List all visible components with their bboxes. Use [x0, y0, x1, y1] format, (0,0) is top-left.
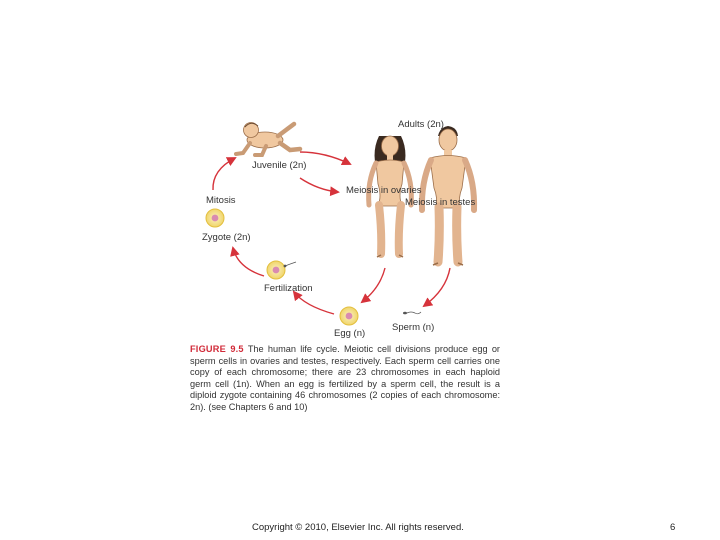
arrow-male-to-sperm [422, 267, 451, 308]
juvenile-figure [234, 121, 303, 157]
label-adults: Adults (2n) [398, 119, 444, 130]
adult-female-figure [366, 135, 414, 258]
figure-label: FIGURE 9.5 [190, 344, 244, 354]
zygote-cell [205, 208, 225, 228]
label-sperm: Sperm (n) [392, 322, 435, 333]
fertilization-cell [266, 260, 297, 280]
label-egg: Egg (n) [334, 328, 366, 339]
caption-text: The human life cycle. Meiotic cell divis… [190, 344, 500, 412]
label-zygote: Zygote (2n) [202, 232, 251, 243]
arrow-egg-to-fertilization [292, 290, 335, 315]
egg-cell [339, 306, 359, 326]
adult-male-figure [418, 126, 478, 267]
label-fertilization: Fertilization [264, 283, 313, 294]
arrow-fertilization-to-zygote [230, 246, 265, 277]
label-meiosis-ovaries: Meiosis in ovaries [346, 185, 422, 196]
label-juvenile: Juvenile (2n) [252, 160, 307, 171]
arrow-female-to-egg [360, 267, 386, 304]
label-mitosis: Mitosis [206, 195, 236, 206]
arrow-mitosis-to-juvenile [212, 157, 237, 191]
arrow-juvenile-to-adults [299, 151, 352, 166]
sperm-cell [403, 311, 422, 315]
label-meiosis-testes: Meiosis in testes [405, 197, 476, 208]
figure-caption: FIGURE 9.5 The human life cycle. Meiotic… [190, 344, 500, 414]
page-number: 6 [670, 522, 676, 533]
arrow-juvenile-to-meiosis [299, 177, 340, 197]
copyright-footer: Copyright © 2010, Elsevier Inc. All righ… [252, 522, 464, 533]
